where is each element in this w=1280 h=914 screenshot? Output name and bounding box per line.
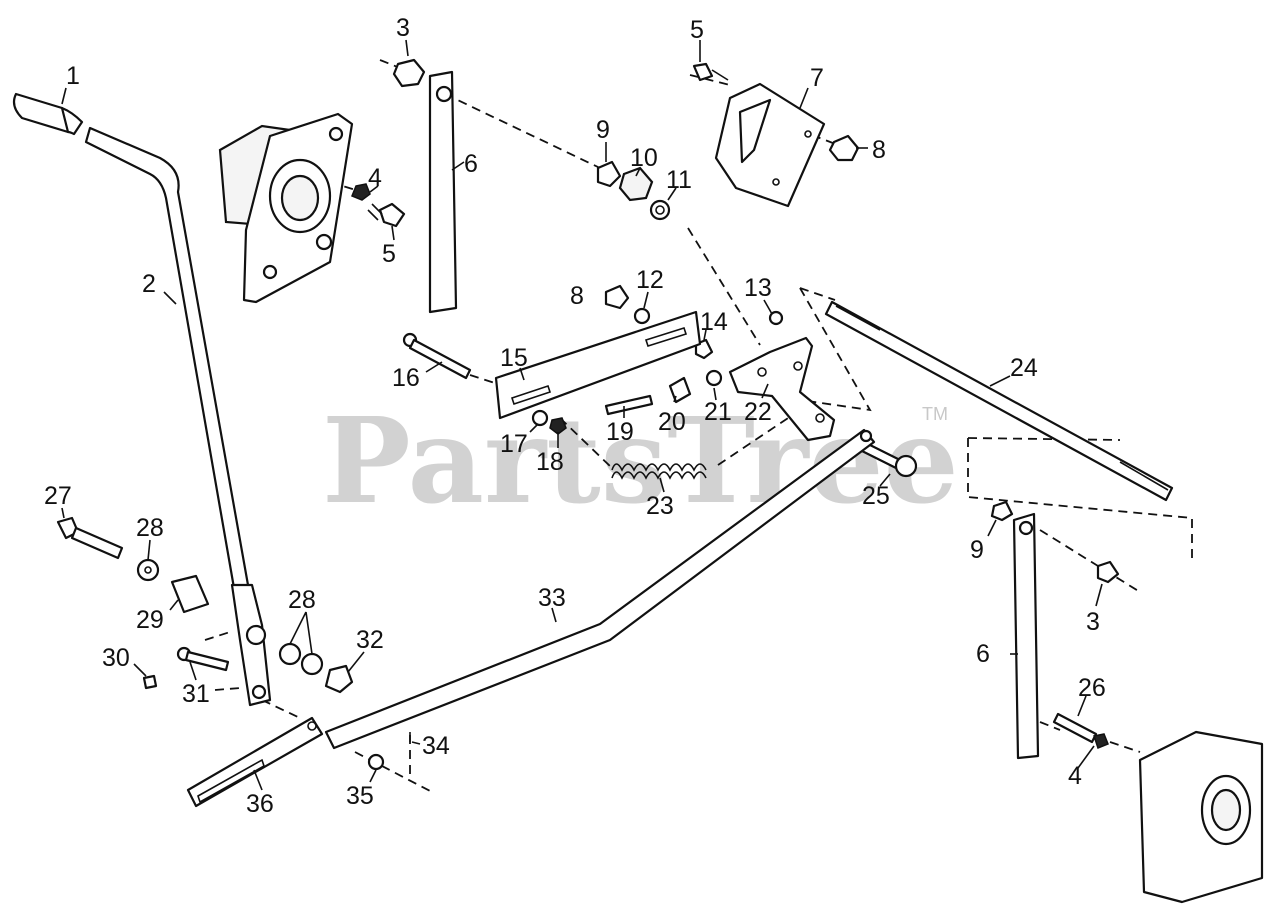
callout-30: 30 xyxy=(102,644,130,672)
callout-4b: 4 xyxy=(1068,762,1082,790)
callout-35: 35 xyxy=(346,782,374,810)
callout-33: 33 xyxy=(538,584,566,612)
callout-2: 2 xyxy=(142,270,156,298)
callout-31: 31 xyxy=(182,680,210,708)
callout-26: 26 xyxy=(1078,674,1106,702)
bellcrank xyxy=(728,336,836,442)
hardware-middle xyxy=(531,369,723,435)
callout-13: 13 xyxy=(744,274,772,302)
callout-21: 21 xyxy=(704,398,732,426)
callout-9b: 9 xyxy=(970,536,984,564)
callout-20: 20 xyxy=(658,408,686,436)
right-lower-assembly xyxy=(990,500,1264,904)
callout-11: 11 xyxy=(666,166,692,194)
callout-27: 27 xyxy=(44,482,72,510)
trademark-mark: TM xyxy=(922,404,948,424)
vertical-link-left xyxy=(428,70,458,314)
callout-3b: 3 xyxy=(1086,608,1100,636)
callout-16: 16 xyxy=(392,364,420,392)
callout-24: 24 xyxy=(1010,354,1038,382)
callout-36: 36 xyxy=(246,790,274,818)
callout-17: 17 xyxy=(500,430,528,458)
callout-1: 1 xyxy=(66,62,80,90)
leader-lines xyxy=(61,39,1103,791)
callout-23: 23 xyxy=(646,492,674,520)
callout-10: 10 xyxy=(630,144,658,172)
callout-28: 28 xyxy=(136,514,164,542)
slotted-bar xyxy=(494,310,702,420)
callout-32: 32 xyxy=(356,626,384,654)
callout-25: 25 xyxy=(862,482,890,510)
watermark: PartsTree TM xyxy=(322,391,959,530)
callout-7: 7 xyxy=(810,64,824,92)
spring xyxy=(611,463,707,480)
callout-6b: 6 xyxy=(976,640,990,668)
callout-8b: 8 xyxy=(570,282,584,310)
callout-5b: 5 xyxy=(382,240,396,268)
callout-9: 9 xyxy=(596,116,610,144)
callout-8: 8 xyxy=(872,136,886,164)
fasteners-left xyxy=(351,58,729,228)
callout-22: 22 xyxy=(744,398,772,426)
threaded-rod xyxy=(824,300,1174,502)
callout-29: 29 xyxy=(136,606,164,634)
hardware-upper xyxy=(596,134,860,360)
lower-rod xyxy=(324,428,876,750)
callout-12: 12 xyxy=(636,266,664,294)
callout-28b: 28 xyxy=(288,586,316,614)
callout-18: 18 xyxy=(536,448,564,476)
left-bracket xyxy=(218,112,354,304)
callout-19: 19 xyxy=(606,418,634,446)
callout-15: 15 xyxy=(500,344,528,372)
callout-34: 34 xyxy=(422,732,450,760)
quadrant-plate xyxy=(714,82,826,208)
callouts: 1 2 3 3 4 4 5 5 6 6 7 8 8 9 9 10 11 12 1… xyxy=(44,14,1106,818)
long-bolt xyxy=(402,332,472,380)
watermark-text: PartsTree xyxy=(322,391,959,530)
callout-4: 4 xyxy=(368,164,382,192)
callout-5: 5 xyxy=(690,16,704,44)
callout-6: 6 xyxy=(464,150,478,178)
callout-3: 3 xyxy=(396,14,410,42)
control-lever xyxy=(12,92,272,707)
lower-link xyxy=(186,716,324,808)
callout-14: 14 xyxy=(700,308,728,336)
